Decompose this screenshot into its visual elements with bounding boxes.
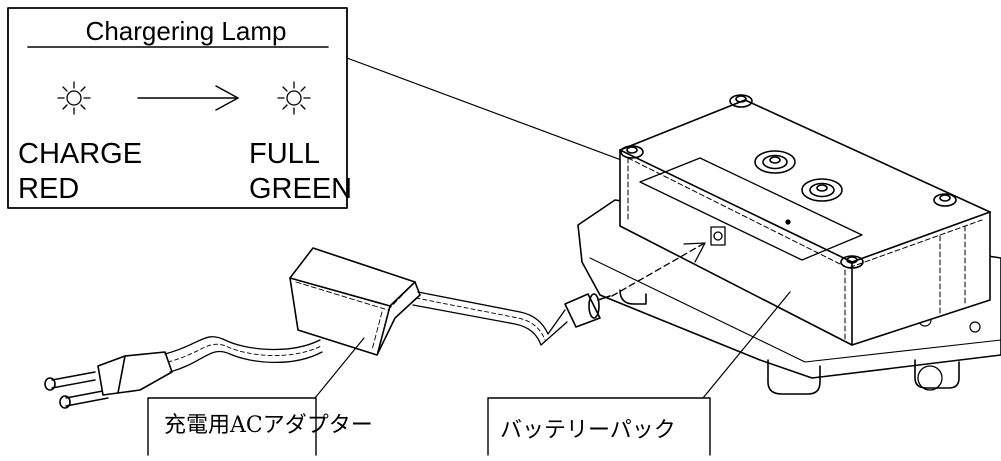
adapter-cube: [289, 247, 421, 356]
insert-arrow: [611, 243, 704, 297]
plug-body: [97, 351, 173, 396]
plug-pins: [44, 371, 109, 409]
box-hidden-edge: [627, 157, 983, 269]
top-boss: [801, 178, 843, 202]
foot: [619, 289, 647, 305]
adapter-callout-label: 充電用ACアダプター: [164, 413, 373, 438]
battery-pack: [577, 94, 1001, 395]
adapter-corner: [377, 305, 391, 353]
charging-lamp-legend: Chargering Lamp CHARGE RED FULL GREEN: [7, 7, 352, 209]
full-label: FULL: [249, 138, 320, 170]
arrow-right-icon: [137, 85, 239, 111]
strap-ring: [917, 365, 943, 391]
adapter-hidden-edge: [295, 281, 410, 311]
adapter-cord: [164, 336, 321, 355]
adapter-cord: [169, 350, 323, 373]
foot: [767, 359, 821, 395]
corner-screw: [729, 94, 753, 108]
adapter-leader-line: [314, 337, 365, 399]
corner-screw: [933, 193, 957, 207]
legend-frame: [7, 7, 348, 209]
battery-label-panel: [639, 157, 863, 261]
charging-lamp: [785, 219, 791, 225]
foot: [914, 359, 960, 389]
charge-label: CHARGE: [18, 138, 142, 170]
plate-screw: [969, 321, 981, 333]
adapter-hidden-edge: [371, 311, 383, 351]
green-label: GREEN: [249, 173, 352, 205]
battery-box: [619, 99, 991, 346]
dc-cord: [412, 304, 568, 346]
dc-cord: [417, 291, 566, 335]
base-plate-edge: [589, 257, 1001, 363]
ac-adapter: [44, 242, 706, 409]
plug-edge: [117, 355, 126, 394]
battery-leader-line: [702, 291, 791, 399]
sun-icon: [277, 81, 311, 115]
sun-icon: [57, 81, 91, 115]
adapter-callout: 充電用ACアダプター: [147, 397, 373, 456]
corner-screw: [840, 255, 864, 269]
corner-screw: [620, 145, 644, 159]
adapter-cord: [167, 343, 322, 363]
legend-title: Chargering Lamp: [86, 16, 287, 46]
dc-jack: [710, 226, 726, 246]
dc-cord: [415, 297, 546, 341]
top-boss: [754, 150, 796, 174]
battery-callout: バッテリーパック: [487, 397, 711, 456]
battery-callout-label: バッテリーパック: [500, 418, 676, 443]
barrel-plug: [564, 293, 611, 328]
red-label: RED: [18, 173, 79, 205]
arrow-head-icon: [683, 242, 706, 263]
